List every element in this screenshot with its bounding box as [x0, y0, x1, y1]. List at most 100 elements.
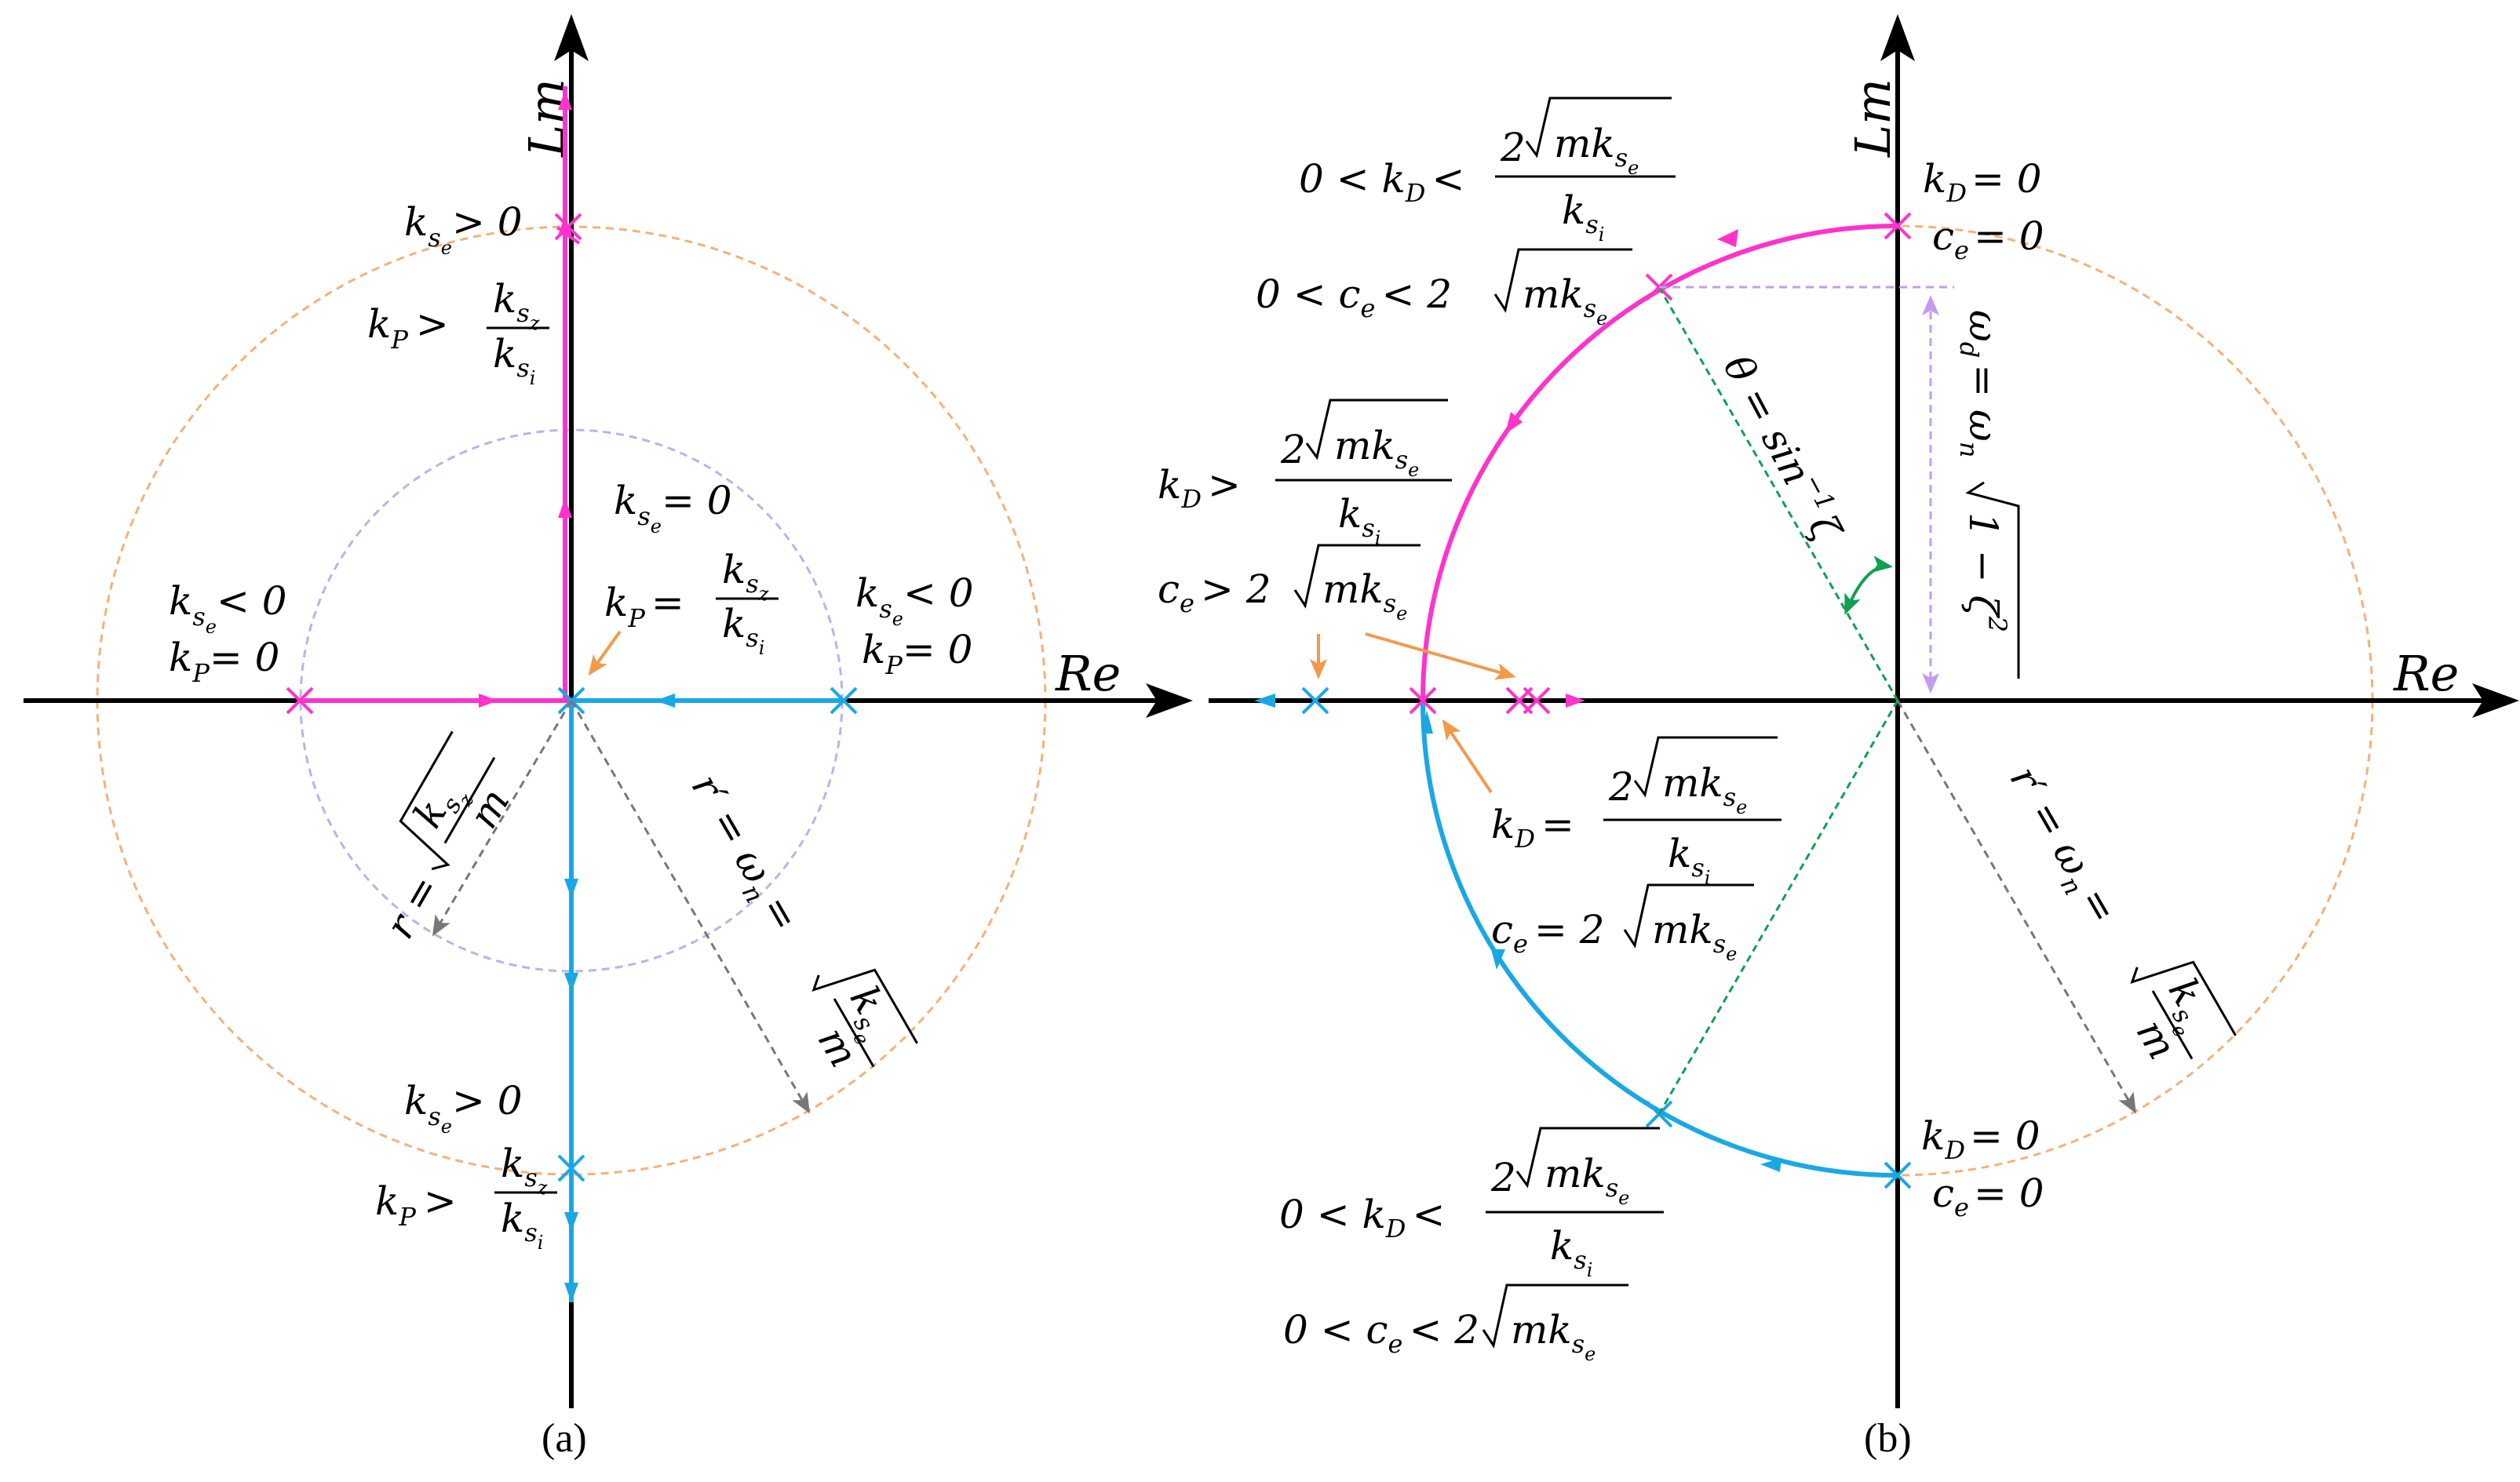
pole-right-a: [830, 686, 858, 715]
arrowhead-cyan-down-2: [564, 973, 578, 992]
svg-text:ksz: ksz: [501, 1141, 548, 1199]
arrowhead-magenta-up-1: [558, 90, 572, 110]
svg-text:2: 2: [1280, 427, 1306, 472]
label-right-ks-a: kse< 0: [855, 570, 974, 630]
svg-text:0 < kD<: 0 < kD<: [1299, 156, 1464, 208]
green-line-upper: [1658, 286, 1899, 701]
arrowhead-magenta-arc-2: [1505, 412, 1523, 434]
label-bottom-ks-a: kse> 0: [404, 1078, 523, 1138]
svg-text:kD=: kD=: [1491, 802, 1574, 854]
arrowhead-cyan-down-1: [564, 879, 578, 898]
svg-text:mkse: mkse: [1334, 423, 1419, 481]
svg-text:1 − ζ2: 1 − ζ2: [1960, 512, 2012, 632]
pole-magenta-real-2: [1523, 686, 1551, 715]
svg-text:ce= 2: ce= 2: [1491, 907, 1605, 959]
label-bottom-kd-b: kD= 0: [1921, 1113, 2040, 1165]
label-left-kp-a: kP= 0: [169, 635, 279, 688]
orange-pointer-a: [588, 630, 622, 676]
real-axis-label-b: Re: [2393, 645, 2459, 702]
frac-top-a: ksz ksi: [487, 276, 549, 389]
arrowhead-magenta-arc-1: [1717, 229, 1738, 247]
label-center-kp-a: kP=: [604, 580, 684, 633]
arrowhead-cyan-arc-3: [1760, 1158, 1782, 1172]
svg-text:m: m: [461, 781, 519, 836]
arrowhead-cyan-down-3: [564, 1212, 578, 1232]
label-center-ks-a: kse= 0: [614, 478, 732, 537]
svg-text:ksi: ksi: [1338, 491, 1380, 549]
svg-text:mkse: mkse: [1511, 1307, 1596, 1365]
label-top-kd-b: kD= 0: [1923, 156, 2042, 208]
label-top-ks-a: kse> 0: [404, 199, 523, 259]
pole-bottom-a: [557, 1154, 585, 1182]
label-bottom-ce-b: ce= 0: [1932, 1171, 2044, 1222]
svg-text:mkse: mkse: [1662, 760, 1747, 818]
pole-cyan-real-1: [1301, 686, 1329, 715]
locus-cyan-arc-b: [1420, 700, 1898, 1178]
svg-text:θ = sin−1ζ: θ = sin−1ζ: [1714, 346, 1854, 550]
theta-formula-b: θ = sin−1ζ: [1714, 346, 1854, 550]
svg-text:ksi: ksi: [493, 331, 535, 389]
svg-text:ωd= ωn: ωd= ωn: [1954, 310, 2006, 457]
radius-r-arrow: [432, 700, 573, 937]
label-bottom-kp-a: kP>: [375, 1178, 457, 1232]
svg-text:2: 2: [1500, 125, 1526, 170]
svg-text:mkse: mkse: [1554, 121, 1639, 179]
pole-top-b: [1884, 212, 1912, 240]
r-prime-formula-b: r′ = ωn= kse m: [1996, 759, 2237, 1067]
arrowhead-magenta-up-3: [558, 498, 572, 518]
arrowhead-cyan-arc-1: [1422, 710, 1433, 734]
pole-top-a: [554, 213, 582, 245]
label-tl-b: 0 < kD< 2 mkse ksi 0 < ce< 2 mkse: [1256, 96, 1676, 330]
svg-text:0 < ce< 2: 0 < ce< 2: [1283, 1307, 1479, 1359]
arrowhead-cyan-arc-2: [1491, 949, 1505, 970]
arrowhead-cyan-left: [655, 694, 675, 708]
pole-left-a: [286, 686, 314, 715]
label-left-ks-a: kse< 0: [169, 578, 287, 638]
arrowhead-magenta-right-b: [1566, 694, 1585, 708]
imag-axis-label-b: Lm: [1844, 78, 1902, 158]
svg-text:r′ = ωn=: r′ = ωn=: [677, 766, 808, 942]
svg-text:r′ = ωn=: r′ = ωn=: [1996, 759, 2127, 934]
svg-text:0 < kD<: 0 < kD<: [1279, 1192, 1445, 1243]
svg-text:mkse: mkse: [1322, 566, 1407, 624]
panel-b: Re Lm: [1158, 14, 2519, 1461]
svg-text:2: 2: [1608, 764, 1634, 810]
label-bl-b: 0 < kD< 2 mkse ksi 0 < ce< 2 mkse: [1279, 1127, 1664, 1365]
svg-text:ksi: ksi: [1562, 188, 1604, 246]
panel-label-a: (a): [542, 1416, 587, 1461]
label-mid-b: kD= 2 mkse ksi ce= 2 mkse: [1491, 736, 1782, 965]
arrowhead-cyan-left-b: [1254, 694, 1275, 708]
svg-text:ksz: ksz: [493, 276, 540, 334]
omega-d-formula-b: ωd= ωn 1 − ζ2: [1954, 310, 2020, 679]
svg-text:mkse: mkse: [1544, 1151, 1629, 1209]
svg-text:ksi: ksi: [722, 601, 764, 659]
arrowhead-cyan-down-4: [564, 1283, 578, 1302]
theta-arc-arrow: [1844, 555, 1893, 615]
arrowhead-magenta-right: [479, 694, 498, 708]
svg-text:mkse: mkse: [1523, 271, 1607, 330]
svg-text:kD>: kD>: [1158, 462, 1241, 514]
frac-center-a: ksz ksi: [716, 547, 779, 659]
svg-text:2: 2: [1490, 1155, 1516, 1200]
orange-pointer-b-3: [1442, 719, 1493, 794]
svg-text:ksi: ksi: [1550, 1223, 1592, 1281]
pole-breakaway-b: [1409, 686, 1437, 715]
orange-pointer-b-2: [1365, 632, 1516, 680]
panel-a: Re Lm: [24, 14, 1193, 1461]
green-line-lower: [1658, 700, 1899, 1115]
r-prime-formula-a: r′ = ωn= kse m: [677, 766, 918, 1075]
panel-label-b: (b): [1864, 1416, 1912, 1461]
svg-text:ksi: ksi: [1668, 831, 1710, 889]
label-right-kp-a: kP= 0: [862, 627, 972, 680]
svg-text:ce> 2: ce> 2: [1158, 566, 1271, 618]
svg-text:ksz: ksz: [722, 547, 769, 605]
frac-bottom-a: ksz ksi: [494, 1141, 557, 1254]
label-top-ce-b: ce= 0: [1932, 213, 2044, 265]
pole-bottom-b: [1884, 1161, 1912, 1189]
svg-text:0 < ce< 2: 0 < ce< 2: [1256, 271, 1452, 323]
real-axis-label-a: Re: [1055, 645, 1121, 702]
svg-text:ksi: ksi: [501, 1196, 543, 1254]
label-top-kp-a: kP>: [367, 301, 449, 355]
